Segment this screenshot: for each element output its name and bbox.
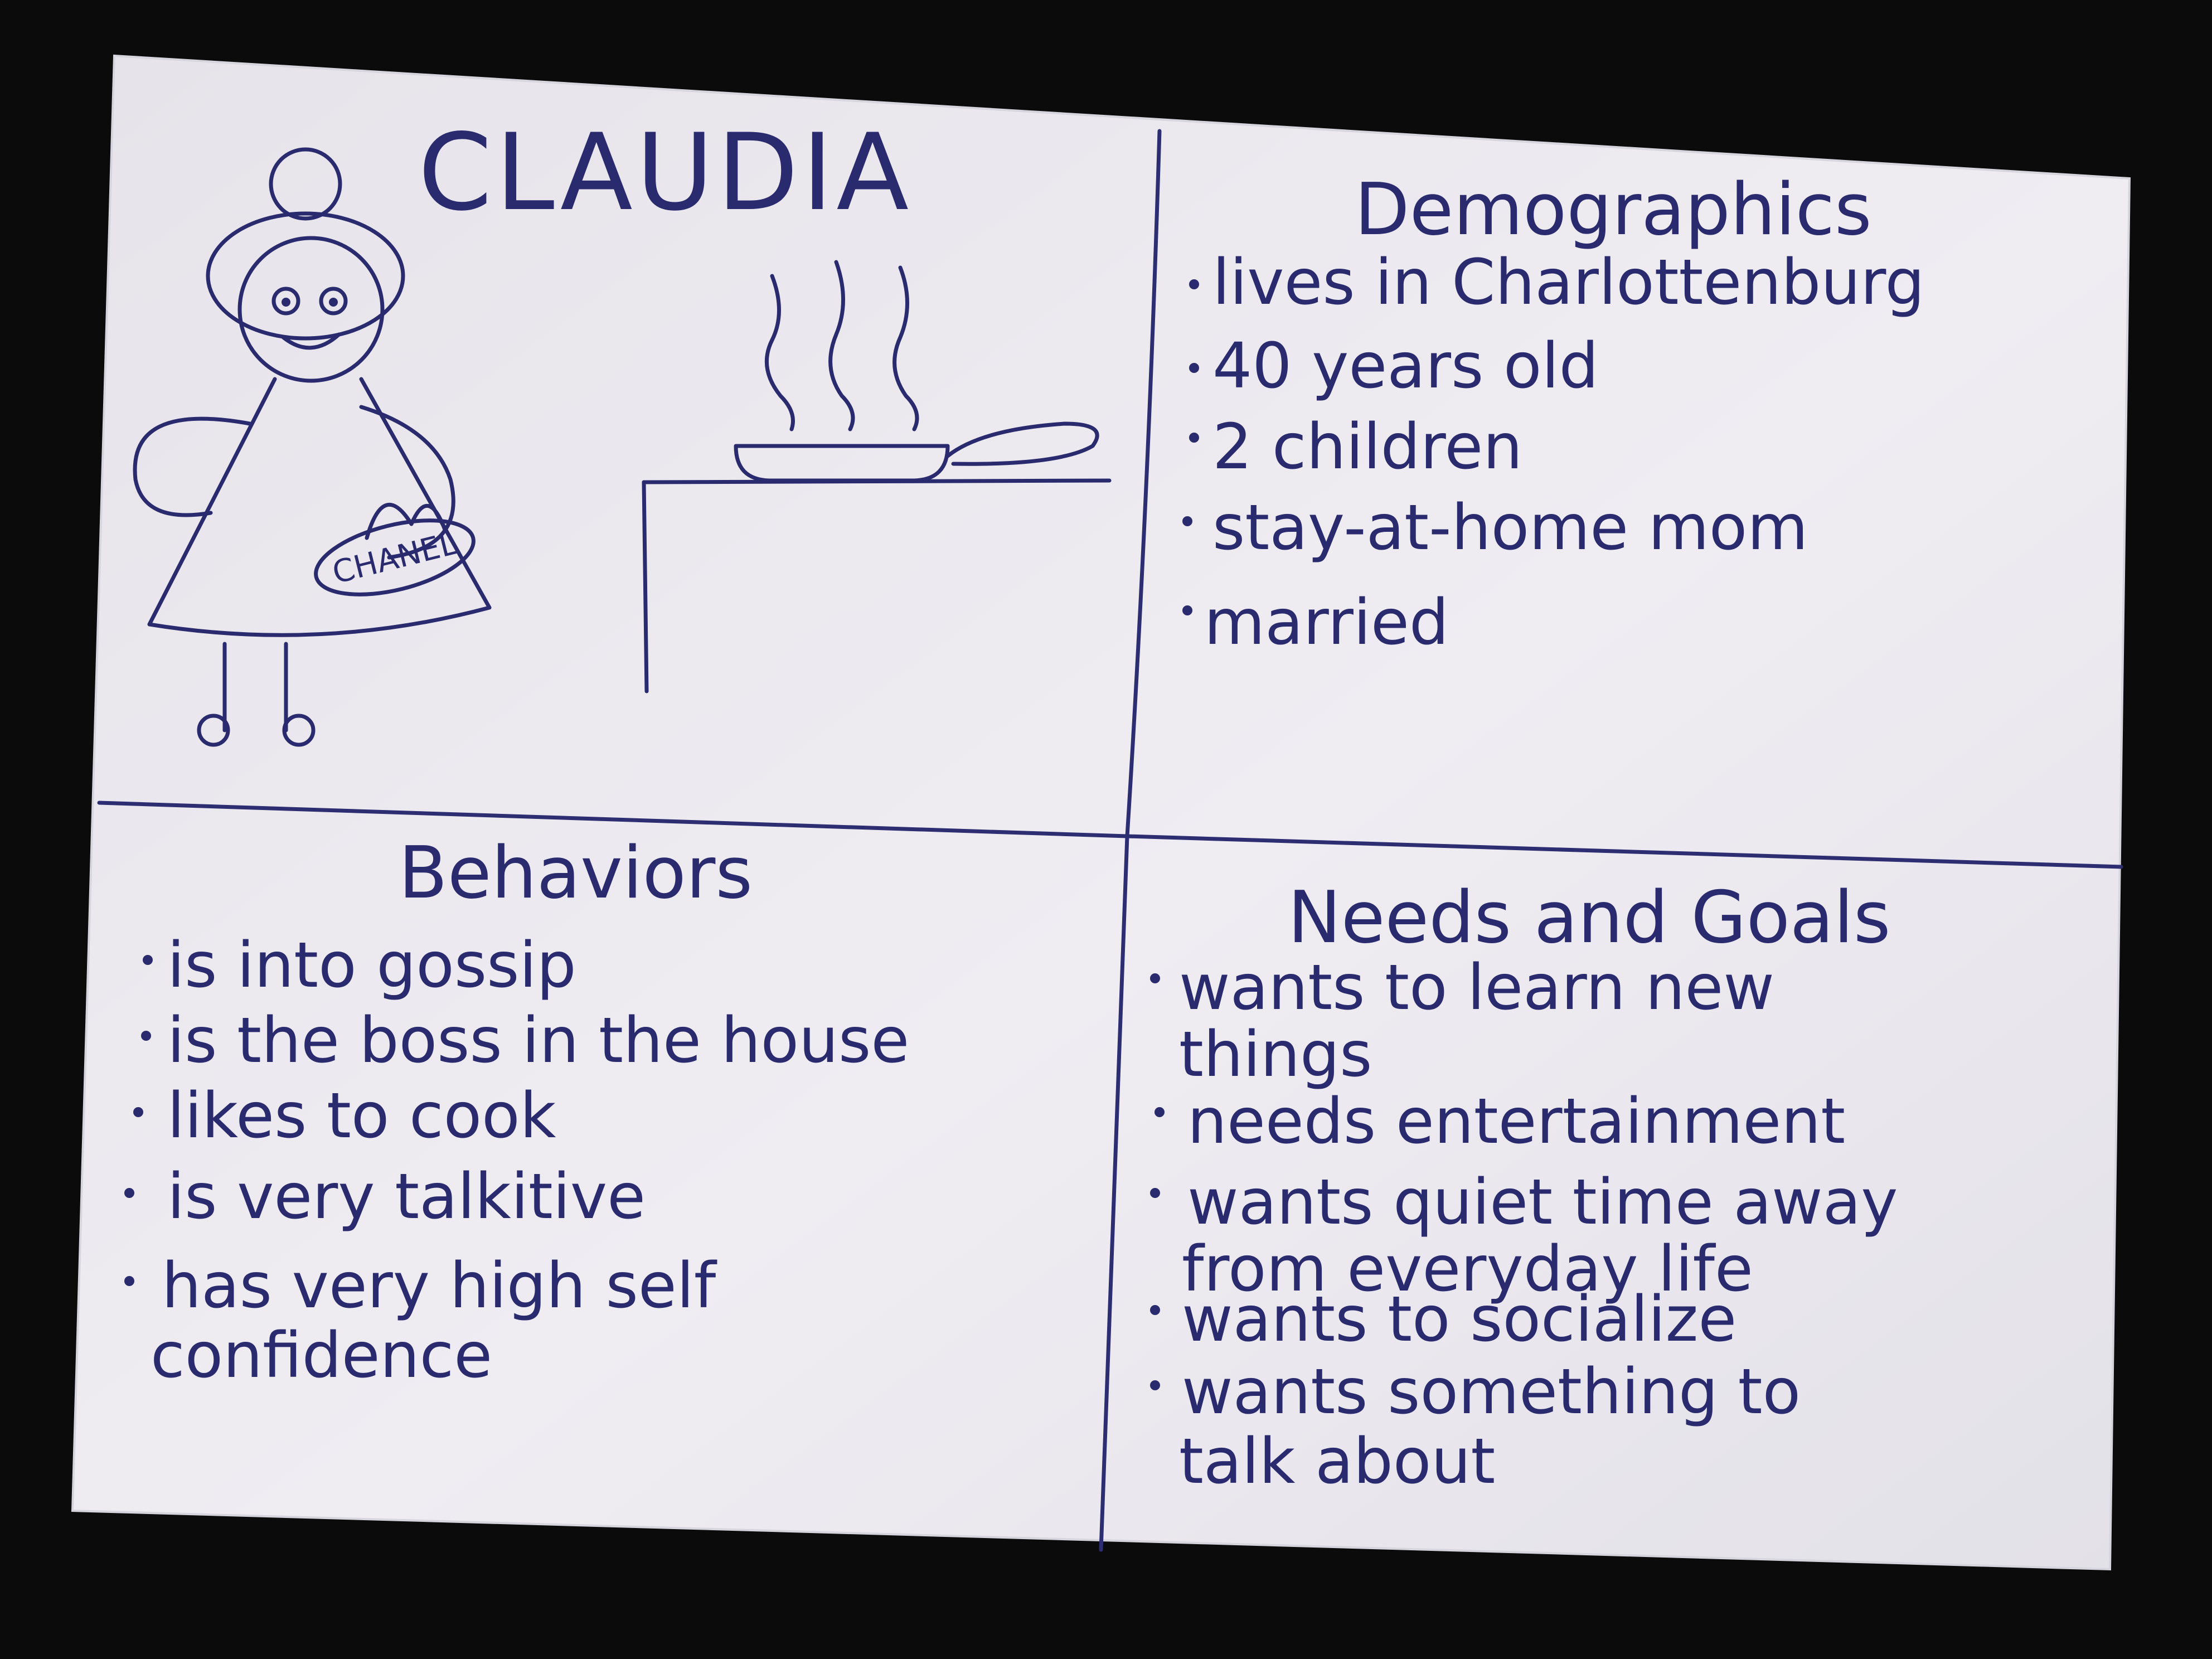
bullet-icon: [124, 1188, 134, 1198]
vertical-divider-bottom: [1099, 834, 1129, 1552]
list-item: lives in Charlottenburg: [1212, 246, 1925, 319]
bullet-icon: [141, 1031, 151, 1041]
list-item: talk about: [1179, 1425, 1495, 1498]
demographics-list: lives in Charlottenburg 40 years old 2 c…: [1182, 246, 1925, 659]
list-item: likes to cook: [167, 1080, 556, 1152]
bullet-icon: [1189, 433, 1199, 443]
list-item: confidence: [151, 1320, 492, 1392]
bullet-icon: [143, 955, 153, 965]
bullet-icon: [124, 1276, 134, 1286]
list-item: from everyday life: [1182, 1233, 1753, 1306]
list-item: is the boss in the house: [167, 1005, 909, 1077]
frying-pan-icon: [734, 421, 1099, 483]
list-item: wants to learn new: [1179, 952, 1774, 1024]
vertical-divider-top: [1125, 129, 1162, 838]
bullet-icon: [1182, 605, 1192, 615]
persona-name: CLAUDIA: [418, 111, 912, 234]
list-item: things: [1179, 1018, 1372, 1091]
horizontal-divider-left: [97, 801, 1129, 838]
bullet-icon: [1189, 363, 1199, 373]
needs-goals-heading: Needs and Goals: [1288, 876, 1891, 959]
bullet-icon: [1150, 1380, 1160, 1390]
bullet-icon: [1150, 1188, 1160, 1198]
bullet-icon: [1150, 1305, 1160, 1315]
bullet-icon: [1182, 516, 1192, 526]
behaviors-heading: Behaviors: [399, 832, 753, 915]
list-item: 40 years old: [1212, 330, 1599, 402]
bullet-icon: [1154, 1107, 1165, 1117]
demographics-section: Demographics lives in Charlottenburg 40 …: [1182, 168, 1925, 659]
needs-goals-list: wants to learn new things needs entertai…: [1150, 952, 1898, 1498]
list-item: wants to socialize: [1182, 1283, 1736, 1356]
list-item: wants something to: [1182, 1356, 1801, 1428]
steam-icon: [764, 260, 919, 431]
horizontal-divider-right: [1125, 834, 2123, 869]
bullet-icon: [1150, 973, 1160, 983]
list-item: is very talkitive: [167, 1161, 646, 1233]
behaviors-list: is into gossip is the boss in the house …: [124, 929, 909, 1392]
list-item: is into gossip: [167, 929, 576, 1002]
demographics-heading: Demographics: [1355, 168, 1872, 251]
bullet-icon: [1189, 279, 1199, 289]
behaviors-section: Behaviors is into gossip is the boss in …: [124, 832, 909, 1392]
list-item: has very high self: [162, 1250, 717, 1322]
list-item: married: [1204, 586, 1449, 659]
needs-goals-section: Needs and Goals wants to learn new thing…: [1150, 876, 1898, 1498]
list-item: wants quiet time away: [1187, 1166, 1898, 1239]
list-item: 2 children: [1212, 411, 1522, 483]
list-item: needs entertainment: [1187, 1085, 1845, 1158]
quadrant-dividers: [97, 129, 2123, 1552]
list-item: stay-at-home mom: [1212, 492, 1808, 564]
paper-sheet: [71, 54, 2131, 1571]
bullet-icon: [133, 1107, 143, 1117]
